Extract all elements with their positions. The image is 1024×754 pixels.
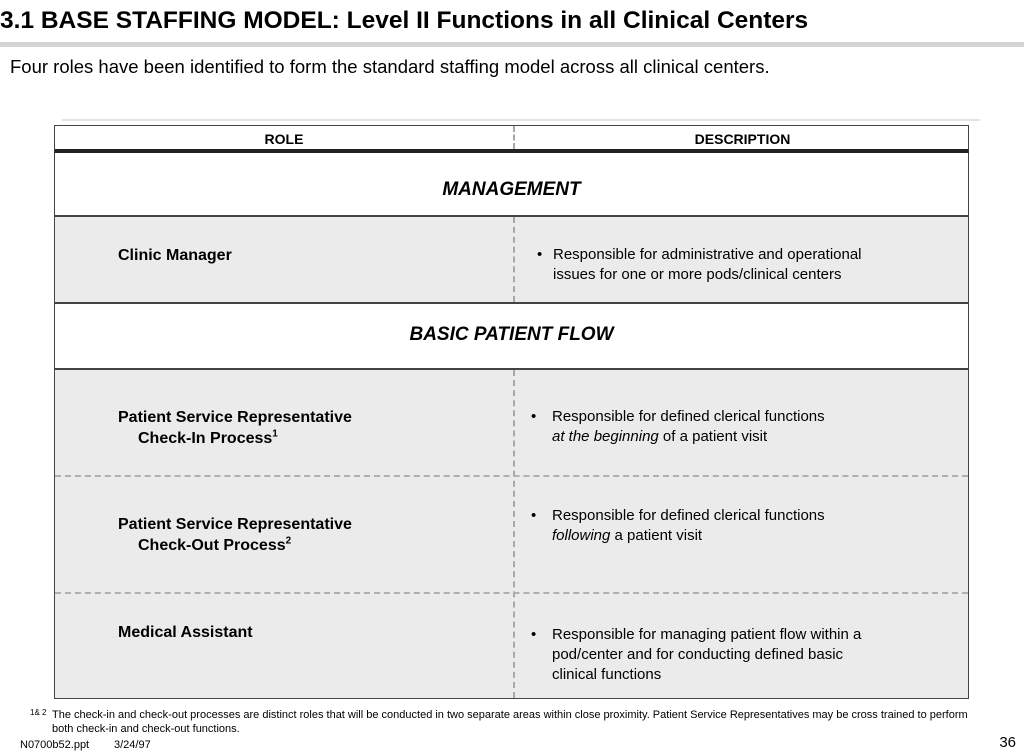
footnote-mark: 1& 2 [30, 708, 47, 717]
description-clinic-manager: • Responsible for administrative and ope… [537, 245, 957, 285]
role-title: Medical Assistant [118, 624, 253, 641]
bullet-icon: • [531, 507, 537, 524]
role-subtitle: Check-Out Process2 [118, 535, 291, 556]
bullet-icon: • [531, 408, 537, 425]
section-management: MANAGEMENT [54, 153, 969, 216]
title-underline [0, 42, 1024, 47]
header-role: ROLE [264, 131, 304, 147]
table-top-rule [62, 119, 980, 121]
bullet-icon: • [537, 246, 543, 263]
footnote-ref: 2 [285, 535, 292, 547]
column-divider [513, 126, 515, 149]
row-divider [55, 592, 968, 594]
table-header: ROLE DESCRIPTION [54, 125, 969, 153]
description-emphasis: at the beginning [552, 428, 659, 445]
description-line: issues for one or more pods/clinical cen… [553, 266, 842, 283]
description-medical-assistant: • Responsible for managing patient flow … [531, 625, 951, 685]
description-line: Responsible for administrative and opera… [553, 246, 862, 263]
role-subtitle: Check-In Process1 [118, 428, 278, 449]
role-psr-check-out: Patient Service Representative Check-Out… [118, 514, 352, 556]
role-title: Clinic Manager [118, 247, 232, 264]
patient-flow-rows: Patient Service Representative Check-In … [54, 369, 969, 699]
description-line: clinical functions [552, 666, 662, 683]
description-rest: a patient visit [610, 527, 703, 544]
section-label-management: MANAGEMENT [442, 179, 581, 200]
footer-filename: N0700b52.ppt [20, 739, 90, 751]
section-label-basic-patient-flow: BASIC PATIENT FLOW [409, 324, 614, 345]
page-number: 36 [999, 734, 1016, 751]
slide-subtitle: Four roles have been identified to form … [10, 56, 770, 77]
description-line: Responsible for managing patient flow wi… [552, 626, 862, 643]
bullet-icon: • [531, 626, 537, 643]
staffing-table: ROLE DESCRIPTION MANAGEMENT Clinic Manag… [54, 125, 969, 699]
footnote-ref: 1 [272, 428, 278, 440]
role-title: Patient Service Representative [118, 516, 352, 533]
footer-date: 3/24/97 [114, 739, 151, 751]
role-process: Check-In Process [138, 430, 273, 447]
column-divider [513, 217, 515, 302]
description-rest: of a patient visit [658, 428, 768, 445]
description-line: at the beginning of a patient visit [531, 427, 951, 447]
description-emphasis: following [552, 527, 611, 544]
row-divider [55, 475, 968, 477]
footnote: 1& 2 The check-in and check-out processe… [30, 708, 990, 736]
description-line: Responsible for defined clerical functio… [552, 507, 825, 524]
description-psr-check-in: • Responsible for defined clerical funct… [531, 407, 951, 447]
role-process: Check-Out Process [138, 537, 286, 554]
slide-title: 3.1 BASE STAFFING MODEL: Level II Functi… [0, 7, 809, 34]
header-description: DESCRIPTION [694, 131, 791, 147]
column-divider [513, 370, 515, 698]
description-line: pod/center and for conducting defined ba… [552, 646, 844, 663]
description-line: following a patient visit [531, 526, 951, 546]
row-clinic-manager: Clinic Manager • Responsible for adminis… [54, 216, 969, 303]
section-basic-patient-flow: BASIC PATIENT FLOW [54, 303, 969, 369]
footnote-text: The check-in and check-out processes are… [52, 709, 968, 735]
role-medical-assistant: Medical Assistant [118, 622, 253, 643]
description-psr-check-out: • Responsible for defined clerical funct… [531, 506, 951, 546]
role-title: Patient Service Representative [118, 409, 352, 426]
description-line: Responsible for defined clerical functio… [552, 408, 825, 425]
role-psr-check-in: Patient Service Representative Check-In … [118, 407, 352, 449]
role-clinic-manager: Clinic Manager [118, 245, 232, 266]
